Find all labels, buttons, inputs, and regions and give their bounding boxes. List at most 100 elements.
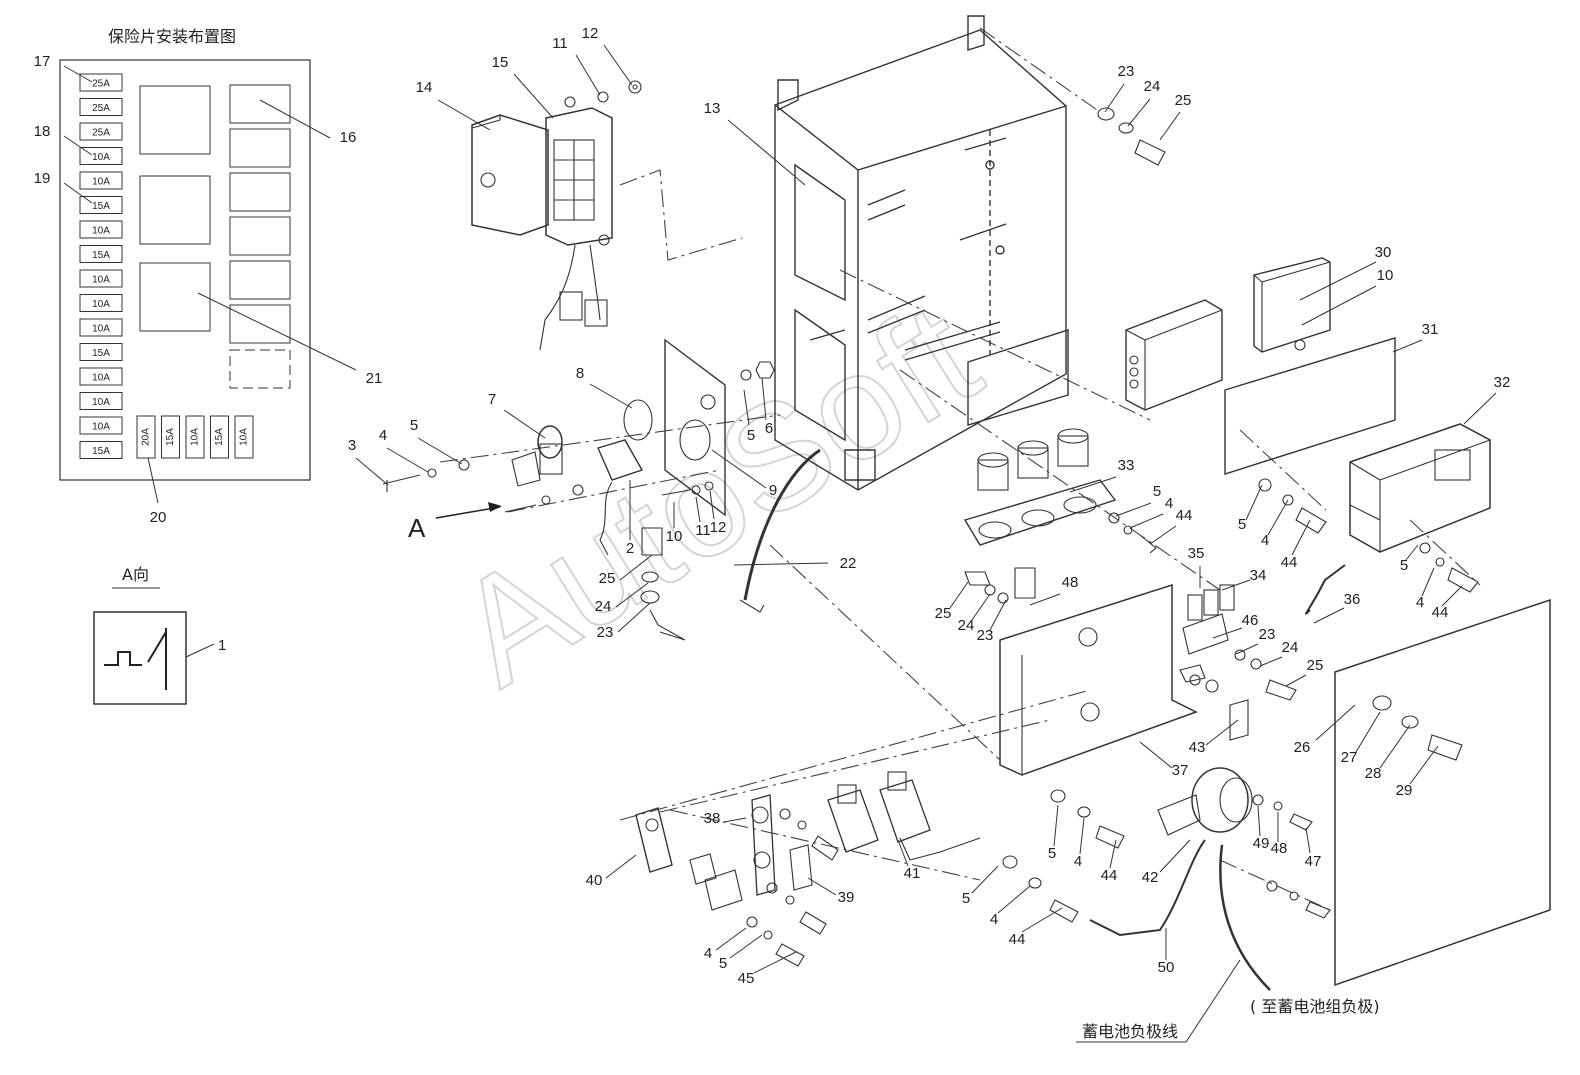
callout-leader	[63, 135, 93, 156]
align-line	[899, 369, 1221, 591]
wire	[1305, 564, 1346, 615]
callout-number: 8	[576, 365, 584, 382]
callout-leader	[615, 582, 649, 608]
callout-13: 13	[704, 100, 806, 186]
callout-5: 5	[743, 389, 755, 444]
callout-23: 23	[1235, 626, 1275, 655]
fuse-rating: 10A	[92, 226, 110, 237]
washer	[458, 459, 470, 471]
fuse-rating: 10A	[239, 428, 250, 446]
callout-leader	[997, 885, 1031, 914]
watermark-text: AutoSoft	[428, 270, 1005, 717]
callout-number: 25	[599, 570, 616, 587]
callout-leader	[1069, 476, 1117, 493]
washer	[746, 916, 758, 928]
align-line	[439, 414, 781, 463]
watermark: AutoSoft	[427, 269, 1006, 718]
callout-leader	[1115, 502, 1152, 517]
callout-35: 35	[1188, 545, 1205, 588]
callout-number: 11	[552, 35, 568, 52]
pointer	[649, 609, 686, 641]
callout-48: 48	[1271, 812, 1288, 857]
note-negative-wire: 蓄电池负极线	[1082, 1022, 1178, 1041]
callout-3: 3	[348, 437, 389, 486]
callout-number: 35	[1188, 545, 1205, 562]
callout-leader	[1129, 513, 1164, 529]
callout-leader	[1421, 567, 1435, 597]
callout-number: 16	[340, 129, 357, 146]
callout-number: 5	[1400, 557, 1408, 574]
callout-leader	[1409, 745, 1439, 785]
callout-number: 44	[1101, 867, 1118, 884]
fuse-chart-frame	[59, 59, 311, 481]
callout-25: 25	[599, 554, 653, 587]
callout-number: 5	[1238, 516, 1246, 533]
callout-leader	[743, 389, 750, 426]
callout-24: 24	[1259, 639, 1298, 667]
view-a-frame	[93, 611, 187, 705]
callout-4: 4	[379, 427, 429, 473]
callout-leader	[733, 562, 829, 566]
callout-number: 48	[1271, 840, 1288, 857]
callout-number: 4	[1416, 594, 1424, 611]
callout-34: 34	[1221, 567, 1266, 591]
fuse-slot	[79, 343, 123, 361]
relay-socket	[751, 794, 813, 896]
callout-number: 44	[1281, 554, 1298, 571]
fuse-rating: 10A	[92, 397, 110, 408]
callout-number: 5	[962, 890, 970, 907]
callout-leader	[1079, 817, 1085, 855]
view-a-callout: 1	[218, 637, 226, 654]
screw	[799, 911, 827, 935]
callout-leader	[1205, 719, 1239, 746]
callout-number: 31	[1422, 321, 1439, 338]
component-panel	[999, 583, 1198, 776]
callout-42: 42	[1142, 839, 1191, 886]
callout-leader	[1053, 804, 1059, 847]
callout-number: 13	[704, 100, 721, 117]
washer	[984, 584, 996, 596]
callout-number: 42	[1142, 869, 1159, 886]
callout-leader	[1029, 593, 1061, 606]
callout-number: 30	[1375, 244, 1392, 261]
washer	[1435, 557, 1445, 567]
callout-38: 38	[704, 810, 747, 827]
cable-lug	[739, 599, 765, 613]
washer	[785, 895, 795, 905]
callout-leader	[605, 854, 637, 879]
callout-number: 44	[1432, 604, 1449, 621]
callout-2: 2	[626, 480, 634, 557]
switch-plate	[664, 338, 726, 517]
callout-leader	[147, 457, 159, 504]
part-callouts: 1718192021161415111213232425301031328734…	[34, 25, 1511, 987]
callout-leader	[1301, 285, 1377, 326]
callout-number: 23	[597, 624, 614, 641]
washer	[740, 369, 752, 381]
fuse-rating: 15A	[92, 201, 110, 212]
callout-number: 49	[1253, 835, 1270, 852]
fuse-rating: 10A	[92, 324, 110, 335]
callout-44: 44	[1432, 585, 1463, 621]
callout-number: 18	[34, 123, 51, 140]
callout-23: 23	[1104, 63, 1134, 113]
callout-leader	[503, 409, 546, 439]
callout-number: 50	[1158, 959, 1175, 976]
callout-leader	[63, 182, 93, 204]
relay-slot	[229, 128, 291, 168]
callout-number: 44	[1009, 931, 1026, 948]
callout-5: 5	[962, 865, 999, 907]
washer	[1273, 801, 1283, 811]
callout-44: 44	[1009, 907, 1063, 948]
callout-leader	[1257, 805, 1261, 837]
switch-symbol	[104, 651, 142, 666]
callout-43: 43	[1189, 719, 1239, 756]
callout-number: 28	[1365, 765, 1382, 782]
callout-number: 4	[1261, 532, 1269, 549]
fuse-slot	[79, 220, 123, 239]
callout-leader	[1159, 839, 1191, 873]
washer	[1282, 494, 1294, 506]
fuse-rating: 20A	[141, 428, 152, 446]
callout-29: 29	[1396, 745, 1439, 799]
